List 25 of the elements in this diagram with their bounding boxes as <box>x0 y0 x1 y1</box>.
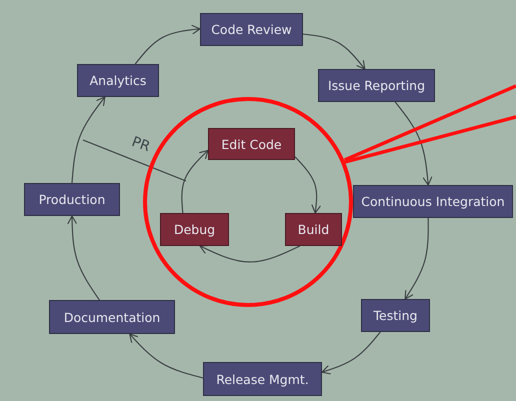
process-box: Production <box>24 183 120 216</box>
arrow <box>129 333 204 379</box>
callout-line <box>344 84 516 162</box>
process-box: Testing <box>361 299 430 332</box>
text-label: PR <box>130 134 152 156</box>
arrow <box>394 102 432 186</box>
process-box: Issue Reporting <box>318 69 435 102</box>
arrow <box>321 332 381 375</box>
process-box: Release Mgmt. <box>203 362 322 396</box>
arrow <box>67 215 100 300</box>
arrow <box>134 24 201 64</box>
arrow <box>181 150 209 214</box>
arrow <box>302 34 366 70</box>
arrow <box>199 244 300 263</box>
process-box: Build <box>285 213 342 246</box>
process-box: Code Review <box>200 13 303 46</box>
process-box: Edit Code <box>208 128 295 160</box>
callout-line <box>344 115 516 164</box>
arrow <box>71 96 106 184</box>
process-box: Analytics <box>77 64 159 97</box>
process-box: Debug <box>160 213 229 246</box>
process-box: Documentation <box>49 300 175 334</box>
arrow <box>294 156 322 214</box>
arrow <box>404 218 429 300</box>
process-box: Continuous Integration <box>353 185 513 218</box>
